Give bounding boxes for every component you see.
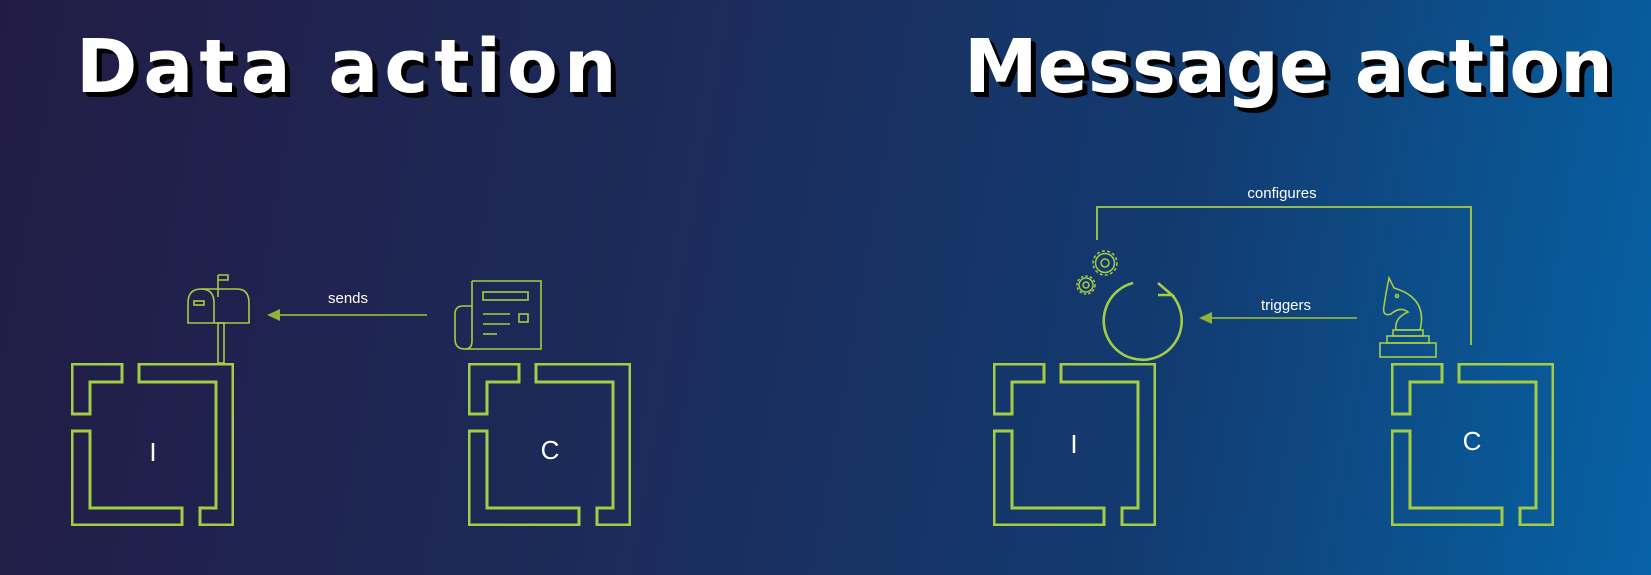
document-icon	[454, 280, 542, 350]
sends-arrow	[267, 309, 427, 321]
box-c-right: C	[1391, 363, 1554, 526]
box-i-left-label: I	[149, 437, 156, 467]
configures-label: configures	[1247, 185, 1316, 202]
box-c-right-label: C	[1463, 426, 1482, 456]
mailbox-icon	[187, 274, 250, 364]
message-action-title: Message action	[964, 24, 1613, 110]
gears-icon	[1076, 250, 1118, 295]
triggers-arrow	[1199, 312, 1357, 324]
box-c-left: C	[468, 363, 631, 526]
triggers-label: triggers	[1261, 297, 1311, 314]
box-i-right-label: I	[1070, 429, 1077, 459]
box-i-right: I	[993, 363, 1156, 526]
configures-connector	[1096, 206, 1472, 345]
box-c-left-label: C	[541, 435, 560, 465]
box-i-left: I	[71, 363, 234, 526]
refresh-icon	[1102, 281, 1183, 362]
chess-knight-icon	[1379, 275, 1437, 358]
sends-label: sends	[328, 290, 368, 307]
data-action-title: Data action	[76, 24, 623, 110]
